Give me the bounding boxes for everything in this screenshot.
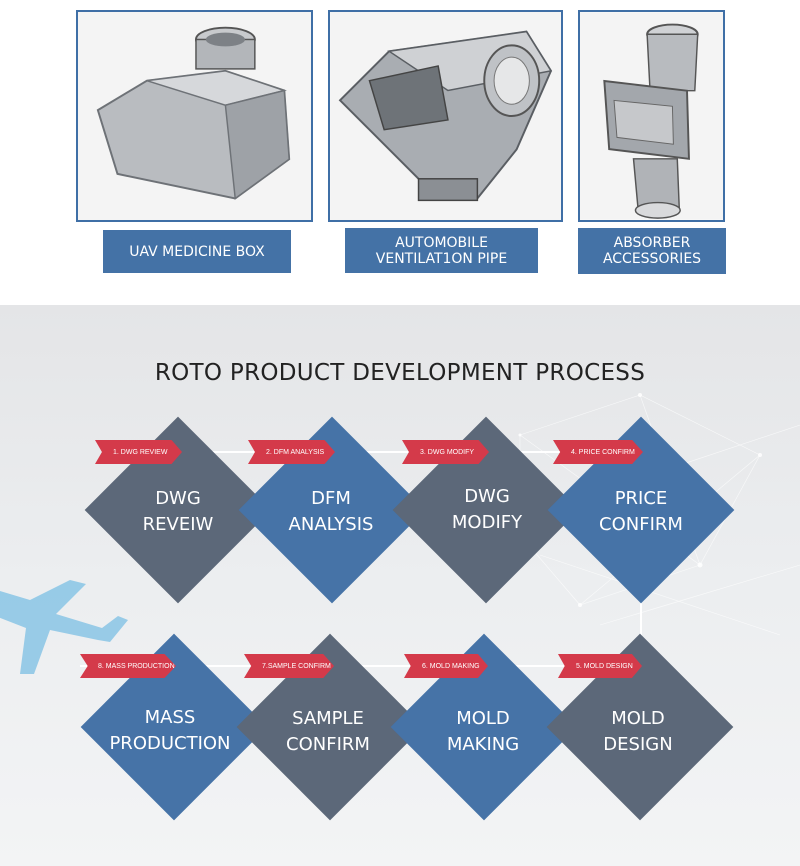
process-title: ROTO PRODUCT DEVELOPMENT PROCESS (154, 360, 646, 386)
step-tag-3: 3. DWG MODIFY (402, 440, 489, 464)
product-section: UAV MEDICINE BOX AUTOMOBILE VENTILAT1ON … (0, 0, 800, 305)
product-image-ventilation-pipe (328, 10, 563, 222)
ventilation-pipe-picture (330, 12, 561, 220)
uav-box-picture (78, 12, 311, 220)
step-tag-1: 1. DWG REVIEW (95, 440, 182, 464)
connector-line-top (155, 451, 642, 453)
product-image-absorber (578, 10, 725, 222)
product-image-uav-box (76, 10, 313, 222)
step-tag-6: 6. MOLD MAKING (404, 654, 488, 678)
step-tag-5: 5. MOLD DESIGN (558, 654, 642, 678)
absorber-picture (580, 12, 723, 220)
step-tag-8: 8. MASS PRODUCTION (80, 654, 176, 678)
step-tag-2: 2. DFM ANALYSIS (248, 440, 335, 464)
step-tag-7: 7.SAMPLE CONFIRM (244, 654, 334, 678)
product-caption-uav-box: UAV MEDICINE BOX (103, 230, 291, 273)
product-caption-absorber: ABSORBER ACCESSORIES (578, 228, 726, 274)
product-caption-ventilation-pipe: AUTOMOBILE VENTILAT1ON PIPE (345, 228, 538, 273)
airplane-icon (0, 580, 128, 674)
process-section (0, 305, 800, 866)
step-tag-4: 4. PRICE CONFIRM (553, 440, 643, 464)
